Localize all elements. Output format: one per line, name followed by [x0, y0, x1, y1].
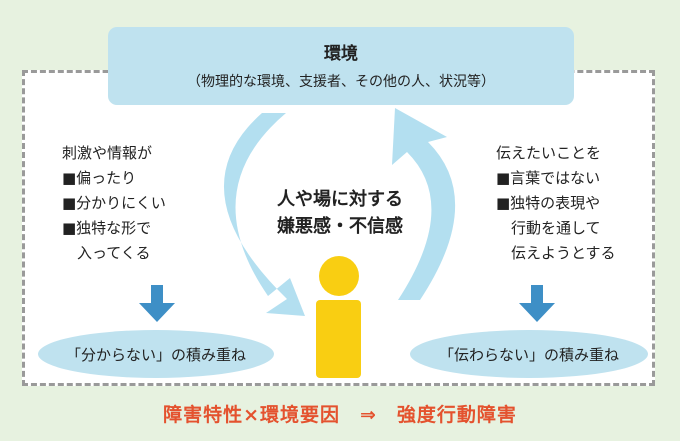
not-communicated-label: 「伝わらない」の積み重ね — [438, 345, 619, 364]
left-line: ■分かりにくい — [62, 194, 166, 212]
down-arrow-right — [519, 285, 555, 322]
not-understanding-ellipse: 「分からない」の積み重ね — [38, 330, 274, 378]
environment-title: 環境 — [324, 44, 358, 64]
left-line: 入ってくる — [62, 244, 151, 262]
cycle-arrow-left — [223, 113, 305, 316]
left-line: 刺激や情報が — [62, 144, 153, 162]
right-line: ■独特の表現や — [496, 194, 601, 212]
left-line: ■偏ったり — [62, 169, 137, 187]
environment-subtitle: （物理的な環境、支援者、その他の人、状況等） — [187, 74, 495, 90]
environment-box — [108, 27, 574, 105]
left-line: ■独特な形で — [62, 219, 152, 237]
distrust-text: 人や場に対する 嫌悪感・不信感 — [240, 186, 440, 240]
right-line: 行動を通して — [496, 219, 601, 237]
center-line: 人や場に対する — [277, 189, 403, 210]
not-communicated-ellipse: 「伝わらない」の積み重ね — [410, 330, 648, 378]
down-arrow-left — [139, 285, 175, 322]
conclusion-text: 障害特性×環境要因 ⇒ 強度行動障害 — [163, 404, 517, 426]
not-understanding-label: 「分からない」の積み重ね — [65, 345, 246, 364]
center-line: 嫌悪感・不信感 — [277, 216, 403, 237]
right-line: 伝えたいことを — [496, 144, 602, 162]
cycle-arrow-right — [392, 108, 456, 300]
output-expression-text: 伝えたいことを ■言葉ではない ■独特の表現や 行動を通して 伝えようとする — [496, 141, 616, 266]
right-line: 伝えようとする — [496, 244, 616, 262]
right-line: ■言葉ではない — [496, 169, 601, 187]
person-head-icon — [319, 256, 359, 296]
person-body-icon — [316, 300, 361, 378]
input-stimulus-text: 刺激や情報が ■偏ったり ■分かりにくい ■独特な形で 入ってくる — [62, 141, 166, 266]
